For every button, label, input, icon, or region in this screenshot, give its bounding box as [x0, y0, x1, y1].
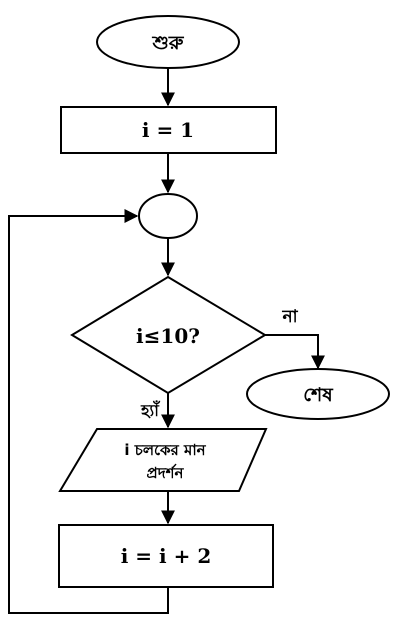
yes-label: হ্যাঁ — [140, 400, 161, 420]
arrow-no-to-end — [265, 334, 325, 370]
end-terminal: শেষ — [246, 368, 390, 420]
increment-process-box: i = i + 2 — [58, 524, 274, 588]
init-label: i = 1 — [142, 118, 194, 142]
init-process-box: i = 1 — [60, 106, 277, 154]
output-parallelogram: i চলকের মান প্রদর্শন — [58, 428, 268, 492]
connector-circle — [138, 193, 198, 239]
start-terminal: শুরু — [96, 15, 240, 69]
condition-label: i≤10? — [136, 324, 200, 348]
output-label-line1: i চলকের মান — [124, 441, 206, 459]
no-label: না — [281, 307, 298, 327]
end-label: শেষ — [303, 384, 334, 406]
start-label: শুরু — [152, 32, 185, 54]
decision-diamond: i≤10? — [70, 275, 267, 395]
arrow-loop-back — [8, 209, 169, 614]
output-label-line2: প্রদর্শন — [147, 463, 185, 482]
increment-label: i = i + 2 — [121, 544, 211, 568]
